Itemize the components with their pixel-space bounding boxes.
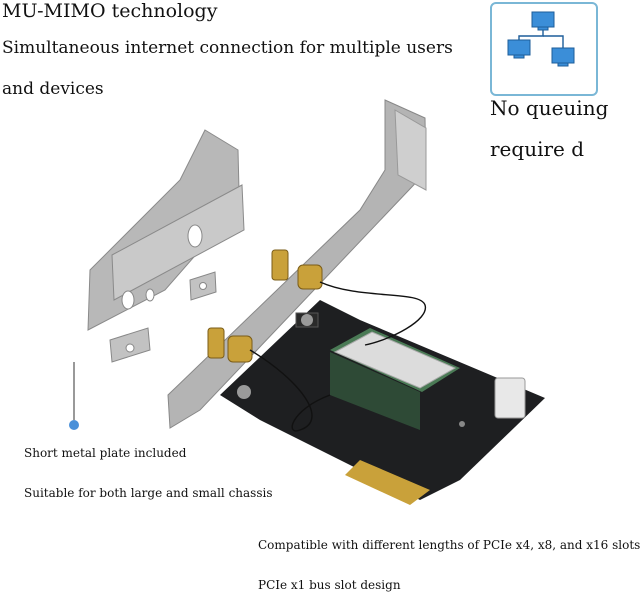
headline: MU-MIMO technology <box>2 0 218 22</box>
pointer-dot <box>69 420 79 430</box>
no-queuing-line-2: require d <box>490 137 585 161</box>
short-metal-bracket <box>87 129 245 363</box>
no-queuing-line-1: No queuing <box>490 96 609 120</box>
note-plate: Short metal plate included <box>24 446 187 460</box>
note-chassis: Suitable for both large and small chassi… <box>24 486 273 500</box>
note-bus: PCIe x1 bus slot design <box>258 578 401 592</box>
note-compat: Compatible with different lengths of PCI… <box>258 538 640 552</box>
network-diagram-icon <box>490 2 598 96</box>
wifi-module <box>330 328 460 430</box>
antenna-connectors <box>207 249 323 363</box>
subline-2: and devices <box>2 79 104 99</box>
subline-1: Simultaneous internet connection for mul… <box>2 38 453 58</box>
